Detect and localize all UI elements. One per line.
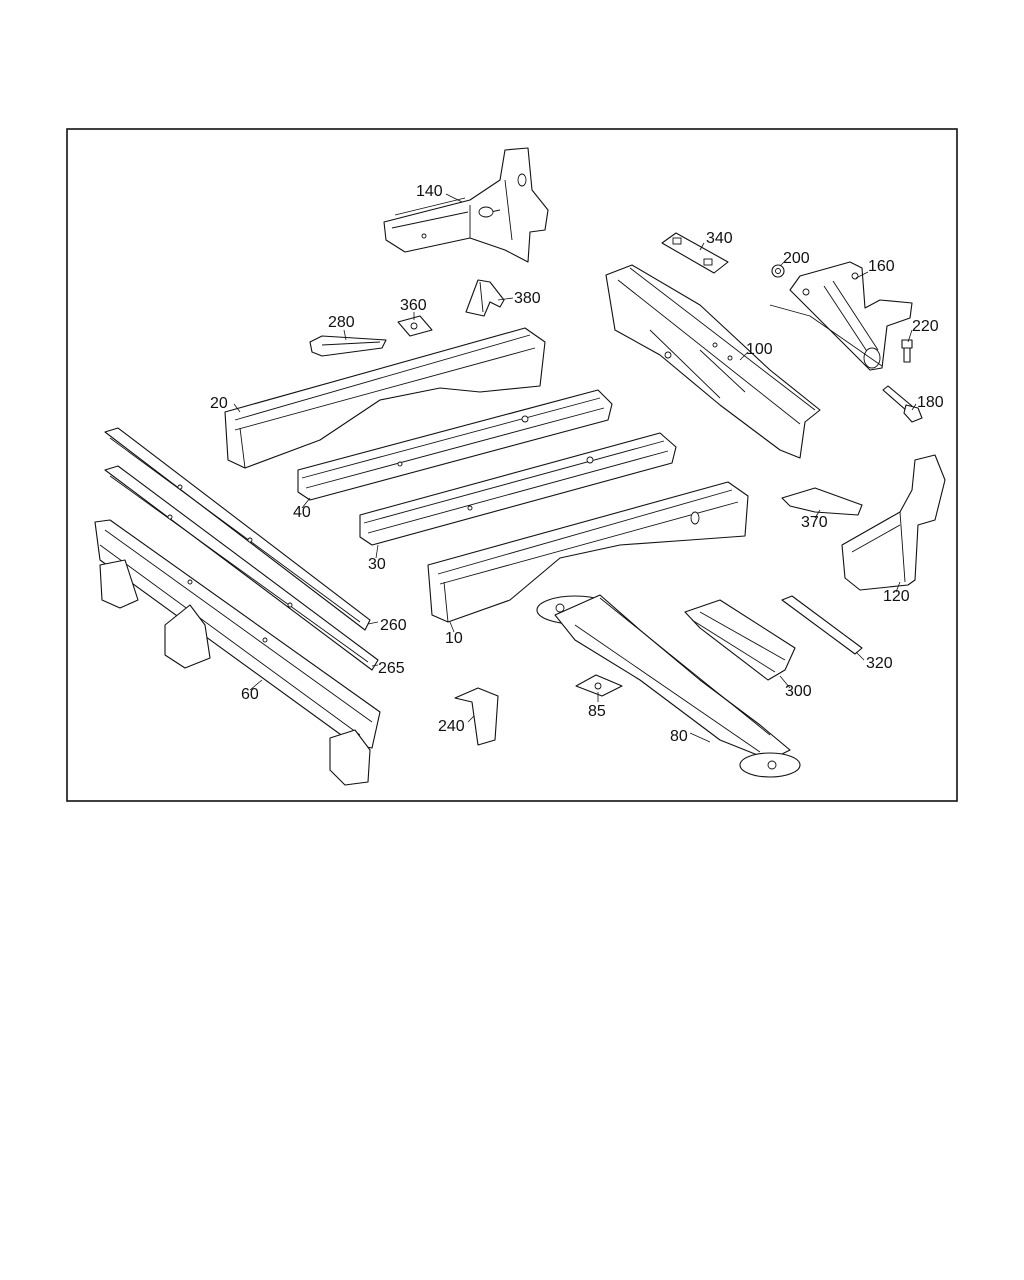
callout-370: 370 bbox=[801, 514, 828, 531]
callout-labels: 140 340 200 160 220 180 100 380 280 360 … bbox=[210, 183, 944, 745]
diagram-frame bbox=[66, 128, 958, 802]
part-200 bbox=[771, 264, 785, 278]
callout-85: 85 bbox=[588, 703, 606, 720]
callout-140: 140 bbox=[416, 183, 443, 200]
part-300 bbox=[684, 599, 796, 681]
callout-30: 30 bbox=[368, 556, 386, 573]
part-260 bbox=[104, 427, 371, 631]
part-180 bbox=[882, 385, 923, 423]
part-85 bbox=[575, 674, 623, 697]
part-40 bbox=[297, 389, 613, 501]
callout-180: 180 bbox=[917, 394, 944, 411]
callout-300: 300 bbox=[785, 683, 812, 700]
callout-120: 120 bbox=[883, 588, 910, 605]
part-360 bbox=[397, 315, 433, 337]
part-10 bbox=[427, 481, 749, 623]
part-160 bbox=[769, 261, 913, 371]
callout-100: 100 bbox=[746, 341, 773, 358]
part-60 bbox=[94, 519, 381, 786]
part-220 bbox=[901, 339, 913, 363]
callout-160: 160 bbox=[868, 258, 895, 275]
callout-240: 240 bbox=[438, 718, 465, 735]
part-80 bbox=[536, 594, 801, 778]
callout-40: 40 bbox=[293, 504, 311, 521]
part-30 bbox=[359, 432, 677, 546]
part-140 bbox=[383, 147, 549, 263]
part-120 bbox=[841, 454, 946, 591]
callout-265: 265 bbox=[378, 660, 405, 677]
part-370 bbox=[781, 487, 863, 516]
callout-10: 10 bbox=[445, 630, 463, 647]
part-380 bbox=[465, 279, 505, 317]
callout-80: 80 bbox=[670, 728, 688, 745]
part-320 bbox=[781, 595, 863, 655]
leader-lines bbox=[233, 193, 917, 743]
part-280 bbox=[309, 335, 387, 357]
callout-200: 200 bbox=[783, 250, 810, 267]
callout-220: 220 bbox=[912, 318, 939, 335]
callout-280: 280 bbox=[328, 314, 355, 331]
part-20 bbox=[224, 327, 546, 469]
callout-340: 340 bbox=[706, 230, 733, 247]
callout-360: 360 bbox=[400, 297, 427, 314]
part-100 bbox=[605, 264, 821, 459]
part-240 bbox=[454, 687, 499, 746]
callout-20: 20 bbox=[210, 395, 228, 412]
part-265 bbox=[104, 465, 379, 671]
callout-380: 380 bbox=[514, 290, 541, 307]
callout-260: 260 bbox=[380, 617, 407, 634]
part-340 bbox=[661, 232, 729, 274]
callout-60: 60 bbox=[241, 686, 259, 703]
callout-320: 320 bbox=[866, 655, 893, 672]
